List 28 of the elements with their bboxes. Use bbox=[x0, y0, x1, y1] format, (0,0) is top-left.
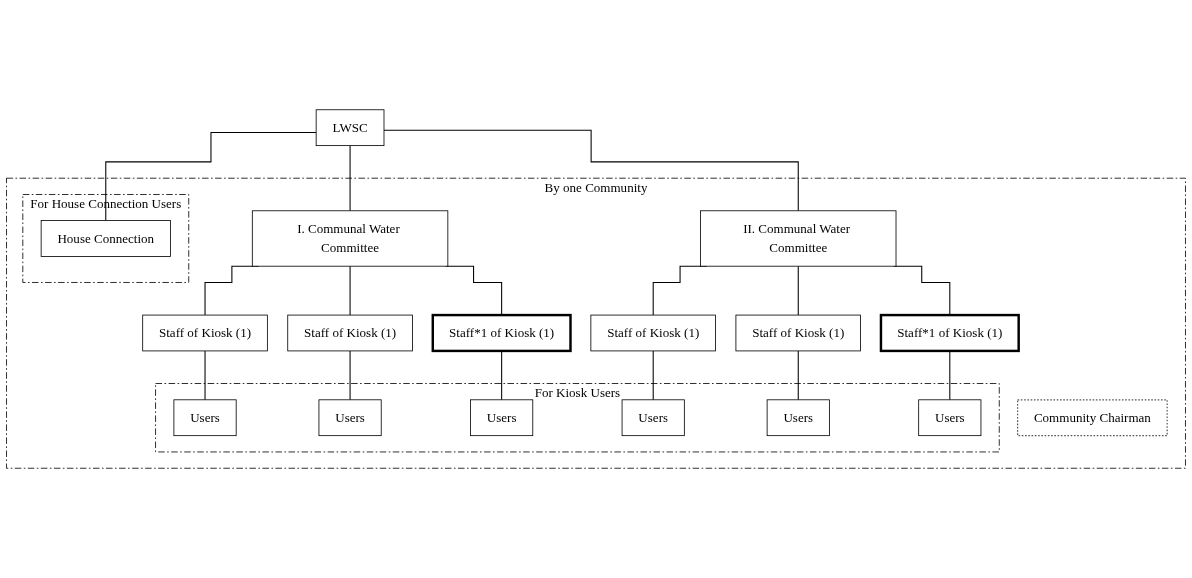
node-box: Staff of Kiosk (1) bbox=[142, 314, 268, 352]
node-box: Staff*1 of Kiosk (1) bbox=[431, 313, 572, 353]
node-box: Staff*1 of Kiosk (1) bbox=[879, 313, 1020, 353]
node-box: Staff of Kiosk (1) bbox=[590, 314, 716, 352]
connector bbox=[501, 350, 503, 401]
node-box: Users bbox=[918, 399, 982, 437]
node-box: Staff of Kiosk (1) bbox=[735, 314, 861, 352]
connector bbox=[797, 265, 799, 316]
connector bbox=[949, 350, 951, 401]
connector bbox=[204, 350, 206, 401]
node-box: LWSC bbox=[315, 109, 385, 146]
node-box: II. Communal Water Committee bbox=[700, 210, 897, 267]
connector bbox=[105, 131, 317, 222]
connector bbox=[383, 129, 799, 212]
node-box: Users bbox=[470, 399, 534, 437]
connector bbox=[349, 145, 351, 212]
node-box: I. Communal Water Committee bbox=[251, 210, 449, 267]
node-box: Community Chairman bbox=[1017, 399, 1168, 437]
connector bbox=[349, 350, 351, 401]
node-box: Users bbox=[766, 399, 830, 437]
connector bbox=[797, 350, 799, 401]
node-box: House Connection bbox=[40, 220, 171, 257]
node-box: Users bbox=[621, 399, 685, 437]
connector bbox=[652, 350, 654, 401]
node-box: Staff of Kiosk (1) bbox=[287, 314, 413, 352]
node-box: Users bbox=[173, 399, 237, 437]
node-box: Users bbox=[318, 399, 382, 437]
connector bbox=[349, 265, 351, 316]
